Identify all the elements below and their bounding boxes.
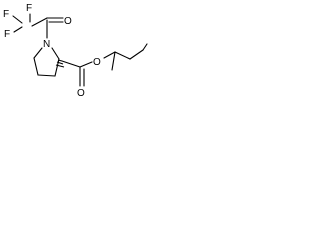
bond-ring-bottom-left	[33, 57, 39, 76]
atom-o-carbonyl-acyl: O	[64, 16, 72, 27]
bond-ester-o-link	[79, 61, 93, 68]
bond-cf3-carbonyl	[31, 17, 48, 27]
bond-n-ring-right	[51, 47, 60, 60]
bond-chain-2	[129, 49, 144, 60]
bond-o-ch	[103, 51, 116, 59]
bond-chain-3	[142, 43, 148, 51]
bond-chain-1	[114, 51, 131, 60]
atom-f2: F	[26, 3, 32, 14]
atom-o-carbonyl-ester: O	[77, 88, 85, 99]
atom-f3: F	[4, 29, 10, 40]
bond-ca-ester-carbon	[61, 60, 81, 68]
bond-ch-methyl	[111, 51, 116, 71]
bond-n-ring-left	[33, 47, 43, 59]
atom-f1: F	[3, 9, 9, 20]
atom-n-ring: N	[43, 39, 50, 50]
bonds	[12, 13, 148, 87]
structure-canvas: F F F O N O O	[0, 0, 152, 106]
bond-f3-cf3	[13, 26, 23, 33]
bond-ring-right	[54, 58, 60, 77]
atom-o-ester: O	[93, 57, 101, 68]
stereo-hash-bond	[55, 59, 65, 68]
bond-f1-cf3	[12, 15, 23, 24]
molecule-diagram: F F F O N O O	[3, 3, 148, 99]
bond-ring-bottom	[37, 74, 56, 77]
